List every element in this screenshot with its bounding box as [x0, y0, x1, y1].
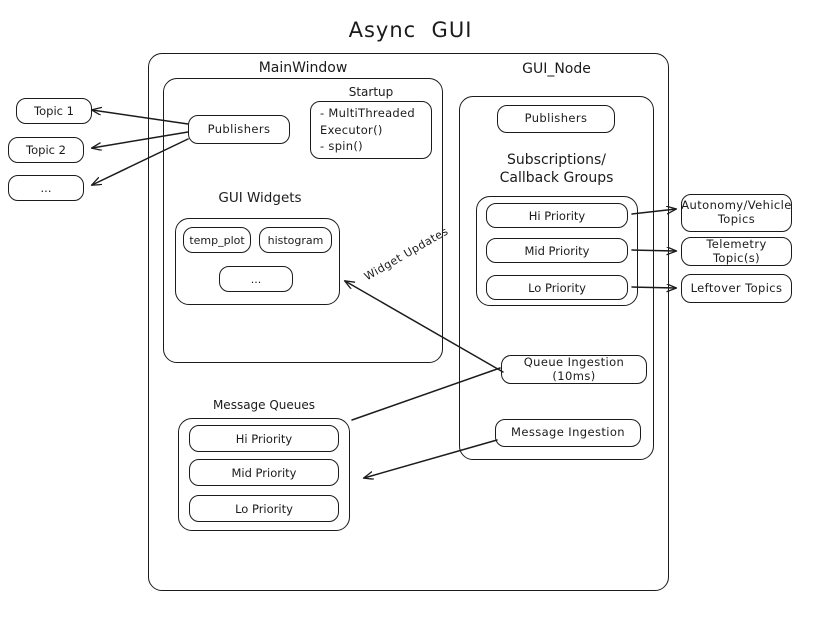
startup-label: Startup [348, 85, 394, 99]
edge-publishers-topic1 [92, 110, 189, 125]
edge-publishers-topic2 [92, 131, 189, 148]
leftover-topics-label: Leftover Topics [690, 280, 783, 295]
queue-ingestion-box[interactable]: Queue Ingestion (10ms) [501, 355, 647, 384]
message-queue-lo-priority[interactable]: Lo Priority [189, 495, 339, 522]
main-window-label: MainWindow [258, 60, 348, 76]
widget-other-label: ... [250, 272, 262, 286]
widget-temp-plot-box[interactable]: temp_plot [183, 227, 251, 253]
main-window-publishers-box[interactable]: Publishers [188, 115, 290, 144]
edge-widget-updates [345, 281, 504, 373]
queue-ingestion-label: Queue Ingestion (10ms) [523, 354, 625, 383]
callback-groups-container [476, 196, 638, 306]
message-ingestion-label: Message Ingestion [511, 425, 625, 440]
startup-box: - MultiThreaded Executor() - spin() [310, 101, 432, 159]
topic-box-other-label: ... [40, 181, 52, 195]
telemetry-topics-label: Telemetry Topic(s) [706, 236, 767, 265]
subscriptions-callback-groups-label: Subscriptions/ Callback Groups [499, 152, 614, 186]
autonomy-vehicle-topics-box[interactable]: Autonomy/Vehicle Topics [681, 194, 792, 232]
gui-widgets-container [175, 218, 340, 305]
diagram-title: Async GUI [348, 18, 473, 42]
widget-histogram-box[interactable]: histogram [259, 227, 332, 253]
message-queues-container [178, 418, 350, 531]
gui-node-container [459, 96, 654, 460]
leftover-topics-box[interactable]: Leftover Topics [681, 274, 792, 303]
main-window-publishers-label: Publishers [207, 121, 271, 136]
callback-group-mid-priority-label: Mid Priority [524, 243, 590, 258]
callback-group-hi-priority[interactable]: Hi Priority [486, 203, 628, 228]
topic-box-2[interactable]: Topic 2 [8, 137, 84, 163]
widget-other-box[interactable]: ... [219, 266, 293, 292]
callback-group-lo-priority[interactable]: Lo Priority [486, 275, 628, 300]
topic-box-2-label: Topic 2 [26, 143, 66, 157]
message-queue-lo-priority-label: Lo Priority [235, 501, 293, 516]
edge-message-queues-to-queue-ingestion [351, 367, 501, 421]
message-queues-label: Message Queues [212, 398, 316, 412]
message-queue-mid-priority[interactable]: Mid Priority [189, 459, 339, 486]
widget-histogram-label: histogram [267, 233, 324, 247]
message-queue-hi-priority[interactable]: Hi Priority [189, 425, 339, 452]
startup-steps: - MultiThreaded Executor() - spin() [320, 105, 416, 154]
widget-temp-plot-label: temp_plot [189, 233, 245, 247]
callback-group-hi-priority-label: Hi Priority [528, 208, 586, 223]
gui-node-publishers-label: Publishers [524, 111, 588, 126]
message-queue-mid-priority-label: Mid Priority [231, 465, 297, 480]
topic-box-other[interactable]: ... [8, 175, 84, 201]
main-window-container [163, 78, 443, 363]
edge-message-ingestion-to-queues [364, 439, 498, 478]
autonomy-vehicle-topics-label: Autonomy/Vehicle Topics [681, 198, 792, 226]
callback-group-mid-priority[interactable]: Mid Priority [486, 238, 628, 263]
gui-widgets-label: GUI Widgets [218, 190, 302, 206]
topic-box-1[interactable]: Topic 1 [16, 98, 92, 124]
gui-node-publishers-box[interactable]: Publishers [497, 105, 615, 133]
edge-publishers-topic-other [92, 138, 189, 185]
gui-node-label: GUI_Node [522, 61, 591, 77]
telemetry-topics-box[interactable]: Telemetry Topic(s) [681, 237, 792, 266]
message-queue-hi-priority-label: Hi Priority [235, 431, 293, 446]
async-gui-outer-container [148, 53, 669, 591]
topic-box-1-label: Topic 1 [34, 104, 74, 118]
callback-group-lo-priority-label: Lo Priority [528, 280, 586, 295]
message-ingestion-box[interactable]: Message Ingestion [495, 419, 641, 447]
